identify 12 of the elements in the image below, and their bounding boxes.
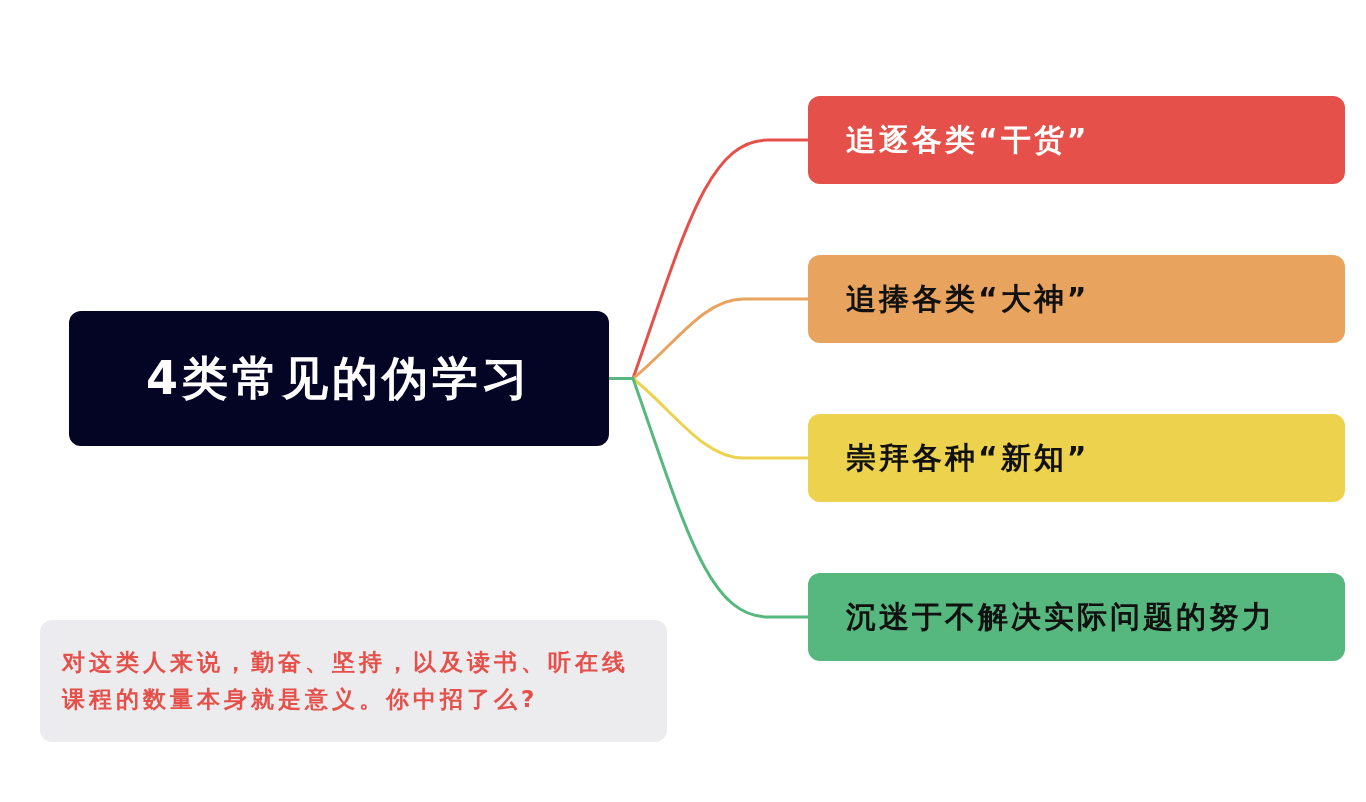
note-text: 对这类人来说，勤奋、坚持，以及读书、听在线课程的数量本身就是意义。你中招了么? xyxy=(60,648,630,714)
branch-text: 追捧各类“大神” xyxy=(845,279,1090,318)
branch-box xyxy=(808,414,1345,502)
branch-text: 沉迷于不解决实际问题的努力 xyxy=(845,597,1275,636)
branch-text: 追逐各类“干货” xyxy=(845,120,1090,159)
branch-box xyxy=(808,573,1345,661)
topic-box xyxy=(69,311,609,446)
connector-line xyxy=(609,377,808,619)
topic-text: 4类常见的伪学习 xyxy=(145,349,533,407)
branch-box xyxy=(808,96,1345,184)
branch-text: 崇拜各种“新知” xyxy=(845,438,1090,477)
branch-box xyxy=(808,255,1345,343)
